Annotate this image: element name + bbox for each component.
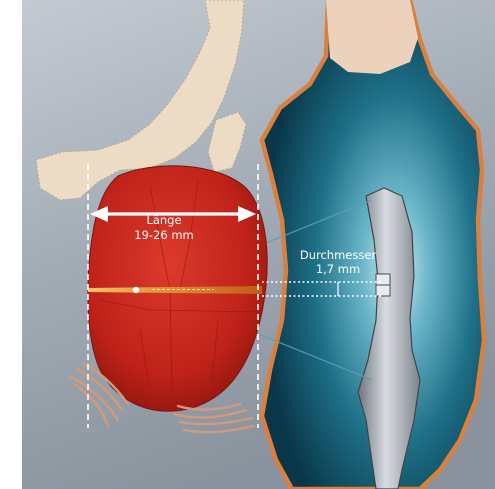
diameter-value: 1,7 mm <box>316 262 360 276</box>
length-label: Länge <box>146 213 181 227</box>
diameter-label: Durchmesser <box>300 248 377 262</box>
length-value: 19-26 mm <box>134 228 193 242</box>
